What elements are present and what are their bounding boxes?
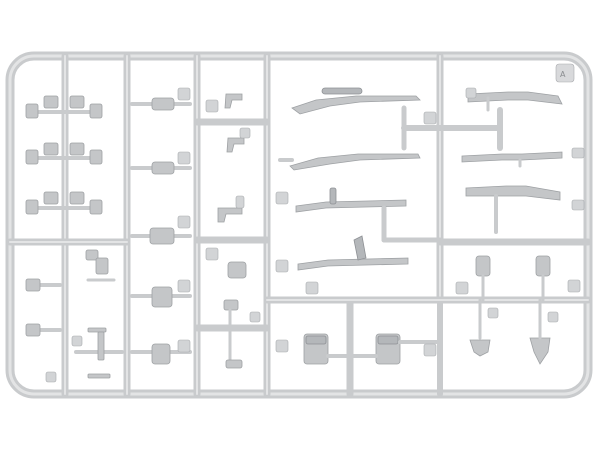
parts-right-smgs bbox=[461, 87, 585, 234]
sprue-horizontal-runners bbox=[6, 118, 592, 332]
parts-column-4-pistols bbox=[205, 93, 261, 369]
parts-bottom-ammo-boxes bbox=[275, 333, 442, 365]
sprue-t-junction bbox=[401, 107, 503, 151]
frame-letter-tag: A bbox=[555, 63, 575, 83]
parts-bottom-right bbox=[455, 255, 581, 365]
parts-column-2-small bbox=[71, 249, 124, 379]
parts-rifles-center bbox=[275, 87, 443, 295]
parts-column-3-canisters bbox=[130, 87, 192, 365]
sprue-vertical-runners bbox=[61, 52, 444, 398]
parts-column-1-pouches bbox=[25, 95, 103, 383]
frame-letter: A bbox=[560, 70, 566, 79]
sprue-outer-frame bbox=[5, 51, 593, 399]
